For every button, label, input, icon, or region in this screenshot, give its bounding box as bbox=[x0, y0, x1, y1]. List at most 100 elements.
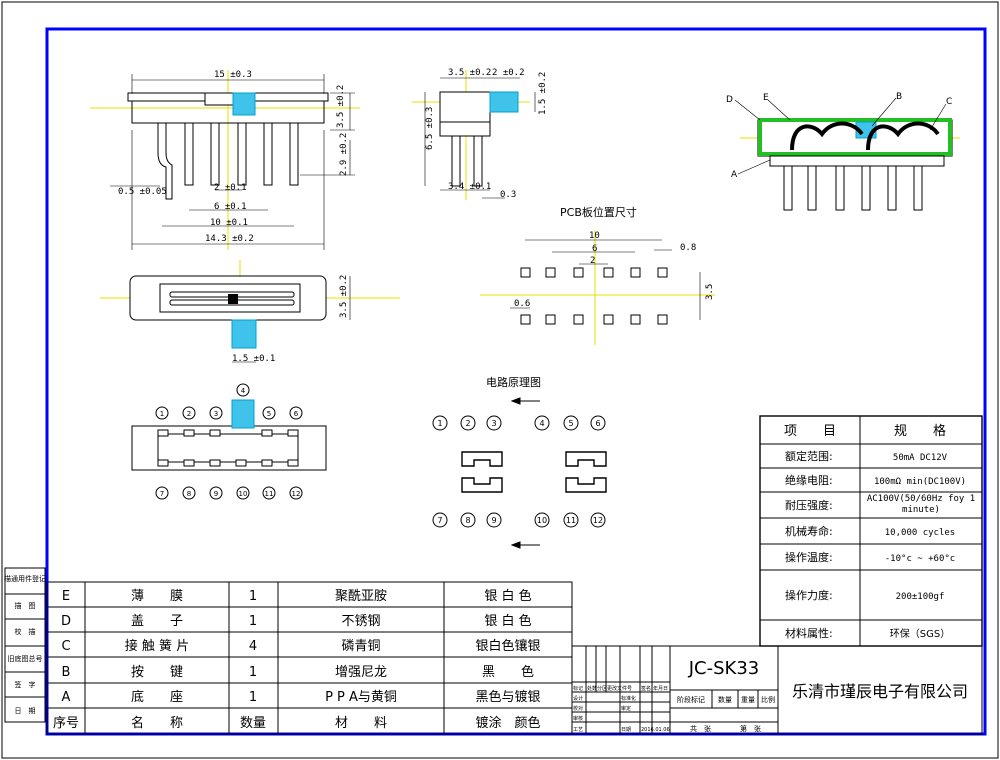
spec-value-4: -10°c ~ +60°c bbox=[885, 554, 955, 564]
side-dim-0-3: 0.3 bbox=[500, 190, 516, 200]
side-strip bbox=[4, 567, 46, 723]
pin-3: 3 bbox=[214, 410, 218, 418]
c-pin-4: 4 bbox=[539, 419, 544, 428]
pcb-d2: 2 bbox=[590, 256, 595, 266]
dim-14-3: 14.3 ±0.2 bbox=[205, 234, 254, 244]
bom-color-2: 银白色镶银 bbox=[475, 638, 540, 654]
scale-label: 比例 bbox=[761, 695, 775, 704]
c-pin-8: 8 bbox=[465, 516, 470, 525]
circuit-diagram: 电路原理图 1 2 3 4 5 6 7 8 9 10 11 12 bbox=[432, 376, 607, 549]
model-number: JC-SK33 bbox=[688, 658, 760, 679]
bom-color-1: 银 白 色 bbox=[484, 613, 531, 629]
pcb-d3-5: 3.5 bbox=[705, 284, 715, 300]
tb-r5-4: 2016.01.06 bbox=[641, 727, 670, 733]
spec-label-3: 机械寿命: bbox=[785, 524, 833, 538]
bom-name-4: 底 座 bbox=[131, 689, 183, 705]
pin-6: 6 bbox=[294, 410, 299, 418]
bom-name-3: 按 键 bbox=[131, 665, 183, 680]
tb-r3-3: 审定 bbox=[621, 705, 631, 712]
tb-r1-3: 更改文件号 bbox=[607, 685, 632, 692]
bom-mat-1: 不锈钢 bbox=[341, 614, 380, 629]
bom-header-color: 镀涂 颜色 bbox=[475, 715, 540, 731]
green-film bbox=[758, 118, 952, 156]
spec-value-1: 100mΩ min(DC100V) bbox=[874, 477, 966, 487]
bom-header-mat: 材 料 bbox=[335, 716, 387, 731]
tb-r1-5: 年月日 bbox=[653, 685, 668, 692]
spec-value-6: 环保（SGS） bbox=[890, 627, 950, 640]
tb-r1-4: 签名 bbox=[641, 685, 651, 692]
bom-header-qty: 数量 bbox=[240, 716, 266, 731]
bom-qty-3: 1 bbox=[249, 665, 257, 680]
strip-4: 签 字 bbox=[15, 680, 36, 689]
body-dim-3-5: 3.5 ±0.2 bbox=[339, 275, 349, 318]
label-a: A bbox=[731, 170, 738, 180]
pin-8: 8 bbox=[187, 490, 191, 498]
spec-label-4: 操作温度: bbox=[785, 550, 833, 564]
bom-color-0: 银 白 色 bbox=[484, 588, 531, 604]
spec-value-2: AC100V(50/60Hz foy 1 minute) bbox=[866, 494, 976, 515]
pin-1: 1 bbox=[160, 410, 164, 418]
label-e: E bbox=[763, 93, 769, 103]
pin-9: 9 bbox=[214, 490, 218, 498]
bom-header-name: 名 称 bbox=[131, 715, 183, 731]
label-c: C bbox=[946, 97, 952, 107]
c-pin-10: 10 bbox=[537, 516, 547, 525]
side-dim-3-5: 3.5 ±0.2 bbox=[448, 68, 491, 78]
c-pin-2: 2 bbox=[465, 419, 470, 428]
spec-value-3: 10,000 cycles bbox=[885, 528, 955, 538]
pcb-d0-6: 0.6 bbox=[514, 299, 530, 309]
side-actuator-blue bbox=[489, 91, 519, 113]
tb-r5-0: 工艺 bbox=[573, 727, 583, 733]
bom-id-3: B bbox=[62, 665, 71, 680]
bom-color-3: 黑 色 bbox=[482, 664, 534, 680]
dim-2: 2 ±0.1 bbox=[214, 183, 247, 193]
dim-15: 15 ±0.3 bbox=[214, 70, 252, 80]
tb-r1-0: 标记 bbox=[573, 685, 583, 692]
pcb-title: PCB板位置尺寸 bbox=[560, 205, 637, 219]
tb-r2-0: 设计 bbox=[573, 695, 583, 702]
pcb-layout: PCB板位置尺寸 10 6 2 0.8 3.5 0.6 bbox=[480, 205, 715, 345]
pin-5: 5 bbox=[267, 410, 271, 418]
tb-r2-3: 标准化 bbox=[621, 695, 636, 702]
spec-label-6: 材料属性: bbox=[785, 626, 833, 640]
side-dim-2: 2 ±0.2 bbox=[492, 68, 525, 78]
spec-header-item: 项 目 bbox=[784, 424, 836, 439]
c-pin-9: 9 bbox=[491, 516, 496, 525]
title-block bbox=[571, 645, 983, 735]
sheet-number: 第 张 bbox=[740, 724, 761, 733]
section-view: D E B C A bbox=[726, 92, 960, 211]
spec-label-5: 操作力度: bbox=[785, 588, 833, 602]
bom-id-1: D bbox=[61, 614, 71, 629]
stage-mark: 阶段标记 bbox=[677, 695, 705, 704]
dim-3-5: 3.5 ±0.2 bbox=[336, 85, 346, 128]
tb-r3-0: 校对 bbox=[573, 705, 583, 712]
company-name: 乐清市瑾辰电子有限公司 bbox=[792, 682, 968, 701]
qty-label: 数量 bbox=[718, 695, 732, 704]
spec-header-value: 规 格 bbox=[894, 423, 946, 439]
bom-id-0: E bbox=[62, 589, 70, 604]
dim-10: 10 ±0.1 bbox=[210, 218, 248, 228]
dim-6: 6 ±0.1 bbox=[214, 202, 247, 212]
c-pin-5: 5 bbox=[568, 419, 573, 428]
actuator-blue bbox=[232, 92, 256, 116]
spec-label-2: 耐压强度: bbox=[785, 498, 833, 512]
bom-qty-4: 1 bbox=[249, 690, 257, 705]
pin-4: 4 bbox=[241, 387, 246, 395]
side-dim-1-5: 1.5 ±0.2 bbox=[538, 72, 548, 115]
bom-mat-4: P P A与黄铜 bbox=[325, 690, 397, 705]
bom-qty-2: 4 bbox=[249, 639, 257, 654]
dim-2-9: 2.9 ±0.2 bbox=[339, 133, 349, 176]
bom-qty-0: 1 bbox=[249, 589, 257, 604]
c-pin-1: 1 bbox=[437, 419, 442, 428]
spec-label-0: 额定范围: bbox=[785, 449, 833, 463]
tb-r1-2: 分区 bbox=[597, 685, 607, 692]
tb-r5-3: 日期 bbox=[621, 727, 631, 733]
body-dim-1-5: 1.5 ±0.1 bbox=[232, 354, 275, 364]
bom-mat-3: 增强尼龙 bbox=[335, 665, 387, 680]
circuit-title: 电路原理图 bbox=[486, 376, 541, 389]
pin-7: 7 bbox=[160, 490, 164, 498]
side-view: 3.5 ±0.2 2 ±0.2 1.5 ±0.2 6.5 ±0.3 3.4 ±0… bbox=[412, 68, 548, 200]
pin-2: 2 bbox=[187, 410, 191, 418]
spec-value-0: 50mA DC12V bbox=[893, 453, 948, 463]
